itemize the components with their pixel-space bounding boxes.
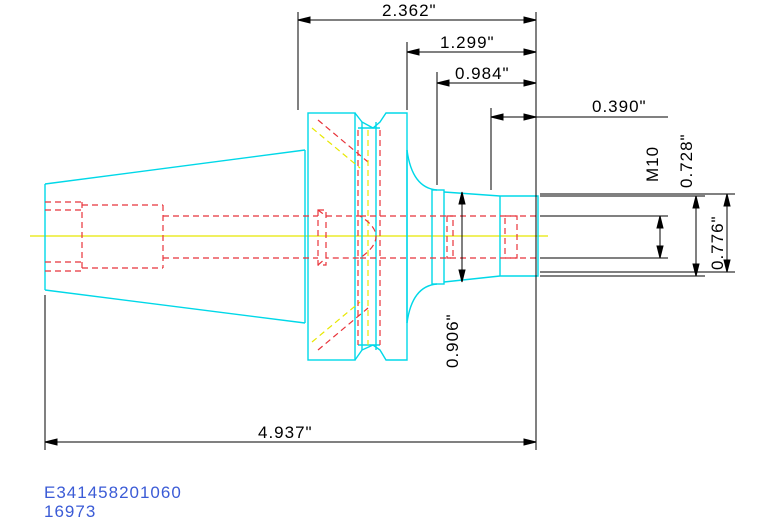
nose-outline [406,149,539,324]
dim-0776-label: 0.776" [708,215,727,270]
serial-number: 16973 [44,502,97,521]
dim-1299-label: 1.299" [440,33,495,52]
dim-0390-label: 0.390" [592,97,647,116]
part-number: E341458201060 [44,483,182,502]
dim-0728-label: 0.728" [677,133,696,188]
hidden-bore [45,201,540,272]
dim-2362-label: 2.362" [382,1,437,20]
dimension-lines [44,12,735,450]
dim-m10-label: M10 [643,146,662,182]
flange-key-diagonals [311,119,381,351]
dim-0906-label: 0.906" [443,313,462,368]
dim-0984-label: 0.984" [455,64,510,83]
dim-4937-label: 4.937" [258,423,313,442]
